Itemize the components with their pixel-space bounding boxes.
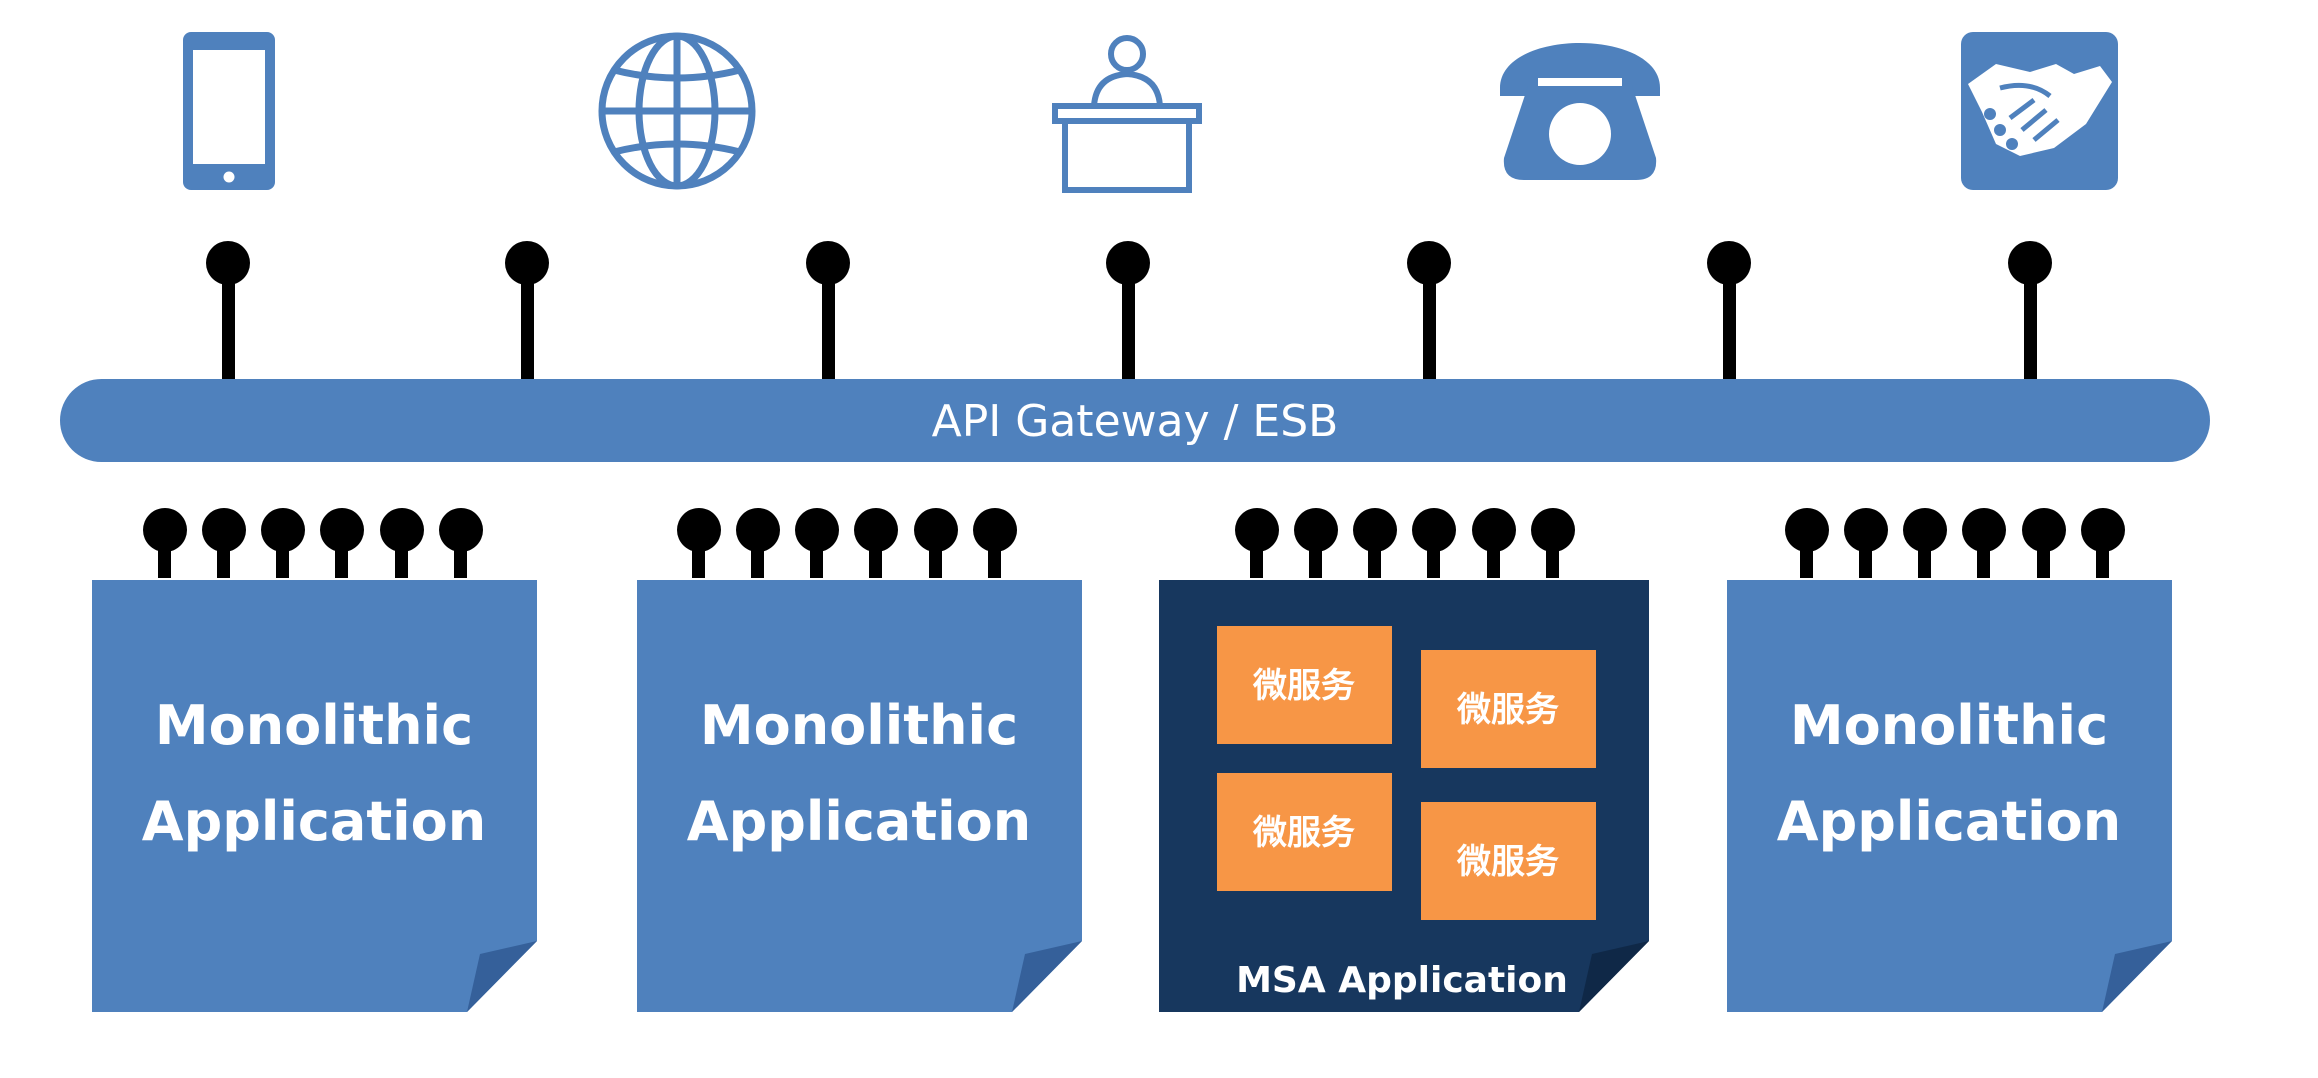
connector-pin	[1353, 508, 1397, 578]
msa-application-label: MSA Application	[1236, 960, 1568, 1001]
connector-pin	[795, 508, 839, 578]
microservice-label: 微服务	[1252, 666, 1355, 706]
connector-pin	[1903, 508, 1947, 578]
connector-pin	[202, 508, 246, 578]
connector-pin	[206, 241, 250, 379]
monolithic-application-box: Monolithic Application	[637, 580, 1082, 1012]
app-title-line1: Monolithic	[700, 694, 1018, 757]
app-title-line1: Monolithic	[1790, 694, 2108, 757]
microservice-label: 微服务	[1252, 813, 1355, 853]
connector-pin	[736, 508, 780, 578]
connector-pin	[439, 508, 483, 578]
connector-pin	[1844, 508, 1888, 578]
top-pins	[206, 241, 2052, 379]
gateway-label: API Gateway / ESB	[932, 396, 1339, 447]
app-title-line2: Application	[142, 790, 486, 853]
microservice-block: 微服务	[1421, 802, 1596, 920]
connector-pin	[914, 508, 958, 578]
connector-pin	[1707, 241, 1751, 379]
connector-pin	[143, 508, 187, 578]
connector-pin	[1785, 508, 1829, 578]
api-gateway-bar: API Gateway / ESB	[60, 379, 2210, 462]
handshake-icon	[1961, 32, 2118, 190]
connector-pin	[1235, 508, 1279, 578]
connector-pin	[2022, 508, 2066, 578]
connector-pin	[505, 241, 549, 379]
app-title-line1: Monolithic	[155, 694, 473, 757]
service-desk-icon	[1052, 35, 1202, 193]
connector-pin	[320, 508, 364, 578]
connector-pin	[1294, 508, 1338, 578]
telephone-icon	[1500, 43, 1660, 180]
connector-pin	[677, 508, 721, 578]
connector-pin	[1472, 508, 1516, 578]
connector-pin	[1412, 508, 1456, 578]
microservice-block: 微服务	[1217, 626, 1392, 744]
connector-pin	[2081, 508, 2125, 578]
app-title-line2: Application	[687, 790, 1031, 853]
connector-pin	[1106, 241, 1150, 379]
bottom-pins	[143, 508, 2125, 578]
microservice-block: 微服务	[1217, 773, 1392, 891]
microservice-label: 微服务	[1456, 842, 1559, 882]
microservice-block: 微服务	[1421, 650, 1596, 768]
microservice-label: 微服务	[1456, 690, 1559, 730]
app-title-line2: Application	[1777, 790, 2121, 853]
mobile-phone-icon	[183, 32, 275, 190]
connector-pin	[806, 241, 850, 379]
monolithic-application-box: Monolithic Application	[1727, 580, 2172, 1012]
connector-pin	[2008, 241, 2052, 379]
connector-pin	[261, 508, 305, 578]
connector-pin	[1407, 241, 1451, 379]
connector-pin	[1531, 508, 1575, 578]
msa-application-box: 微服务 微服务 微服务 微服务 MSA Application	[1159, 580, 1649, 1012]
globe-icon	[598, 32, 756, 190]
connector-pin	[854, 508, 898, 578]
monolithic-application-box: Monolithic Application	[92, 580, 537, 1012]
connector-pin	[380, 508, 424, 578]
connector-pin	[1962, 508, 2006, 578]
connector-pin	[973, 508, 1017, 578]
